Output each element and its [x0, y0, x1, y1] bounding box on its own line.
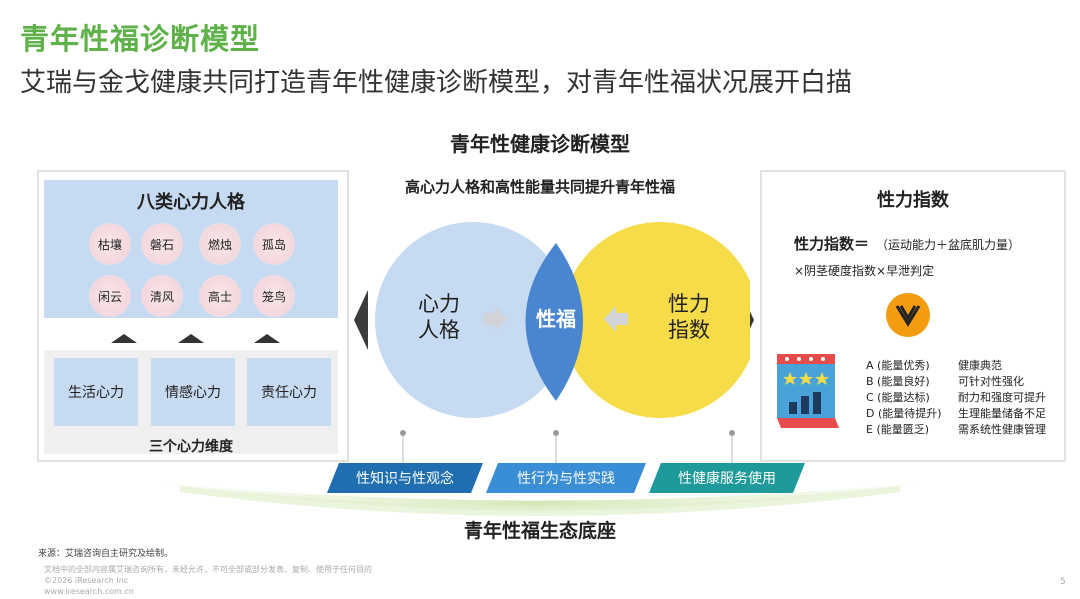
dimension-label: 三个心力维度: [149, 439, 233, 455]
diagram-title: 青年性健康诊断模型: [450, 132, 630, 156]
formula-line2: ×阴茎硬度指数×早泄判定: [794, 264, 935, 278]
page-number: 5: [1060, 577, 1066, 587]
notice-line: 文档中的全部内容属艾瑞咨询所有，未经允许，不可全部或部分发表、复制、使用于任何目…: [44, 565, 372, 574]
bar-service: 性健康服务使用: [649, 463, 805, 493]
grade-label: E (能量匮乏): [866, 423, 930, 436]
center-lens: [525, 243, 583, 401]
grade-desc: 健康典范: [958, 359, 1002, 372]
right-circle-label-1: 性力: [668, 293, 710, 316]
dimension-card: 情感心力: [151, 358, 235, 426]
grade-desc: 可针对性强化: [958, 375, 1024, 388]
right-panel-title: 性力指数: [877, 190, 949, 211]
up-triangle-icon: [178, 334, 204, 343]
copyright-notice: 文档中的全部内容属艾瑞咨询所有，未经允许，不可全部或部分发表、复制、使用于任何目…: [44, 564, 372, 597]
center-heading: 高心力人格和高性能量共同提升青年性福: [404, 178, 675, 196]
persona-bubble: 枯壤: [89, 223, 131, 265]
bar-behavior: 性行为与性实践: [486, 463, 646, 493]
arrow-left-icon: [604, 306, 628, 332]
chevron-down-logo-icon: [886, 293, 930, 337]
right-circle: [562, 222, 750, 418]
left-pointer-icon: [354, 290, 368, 350]
grade-desc: 耐力和强度可提升: [958, 391, 1046, 404]
ecology-label: 青年性福生态底座: [463, 520, 616, 542]
left-circle-label-1: 心力: [418, 293, 460, 316]
source-note: 来源：艾瑞咨询自主研究及绘制。: [38, 549, 174, 559]
page-subtitle: 艾瑞与金戈健康共同打造青年性健康诊断模型，对青年性福状况展开白描: [20, 68, 853, 98]
persona-bubble: 孤岛: [253, 223, 295, 265]
grade-label: C (能量达标): [866, 391, 930, 404]
bar-knowledge: 性知识与性观念: [327, 463, 483, 493]
venn-diagram: 心力 人格 性福 性力 指数: [375, 222, 750, 418]
persona-title: 八类心力人格: [137, 192, 245, 213]
right-circle-label-2: 指数: [668, 319, 710, 342]
notice-line: ©2026 iResearch Inc: [44, 576, 129, 585]
arrow-right-icon: [483, 306, 507, 332]
up-triangle-icon: [254, 334, 280, 343]
formula-label: 性力指数＝: [794, 235, 870, 253]
grade-label: D (能量待提升): [866, 407, 942, 420]
connector-pins: [400, 430, 735, 463]
grade-label: A (能量优秀): [866, 359, 930, 372]
grade-desc: 需系统性健康管理: [958, 423, 1046, 436]
grade-label: B (能量良好): [866, 375, 930, 388]
left-circle-label-2: 人格: [418, 319, 460, 342]
left-circle: [375, 222, 571, 418]
persona-bubble: 清风: [141, 275, 183, 317]
grade-desc: 生理能量储备不足: [958, 407, 1046, 420]
rating-calendar-icon: [777, 354, 839, 428]
up-triangle-icon: [111, 334, 137, 343]
persona-bubble: 笼鸟: [253, 275, 295, 317]
lens-label: 性福: [536, 308, 576, 331]
formula-rest: （运动能力＋盆底肌力量）: [876, 238, 1021, 252]
notice-line: www.iresearch.com.cn: [44, 587, 134, 596]
dimension-card: 生活心力: [54, 358, 138, 426]
persona-bubble: 闲云: [89, 275, 131, 317]
persona-bubble: 磐石: [141, 223, 183, 265]
page-title: 青年性福诊断模型: [20, 22, 261, 56]
ecology-base-swoosh: [160, 483, 920, 516]
persona-bubble: 燃烛: [199, 223, 241, 265]
persona-bubble: 高士: [199, 275, 241, 317]
dimension-card: 责任心力: [247, 358, 331, 426]
